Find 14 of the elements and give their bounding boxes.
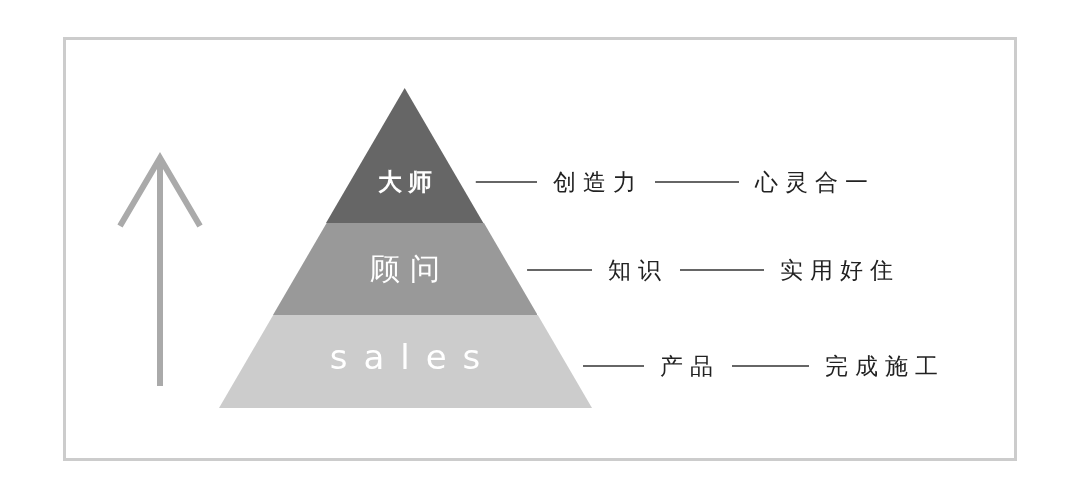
tier-label: 顾问 (370, 251, 450, 285)
connector-line (731, 365, 810, 367)
connector-line (475, 181, 538, 183)
connector-line (679, 269, 765, 271)
keyword-label: 心灵合一 (755, 167, 875, 197)
connector-line (654, 181, 740, 183)
tier-label: 大师 (378, 168, 438, 196)
connector-line (526, 269, 593, 271)
keyword-label: 知识 (608, 255, 668, 285)
connector-line (582, 365, 645, 367)
keyword-label: 创造力 (553, 167, 643, 197)
keyword-label: 产品 (660, 351, 720, 381)
keyword-label: 实用好住 (780, 255, 900, 285)
keyword-label: 完成施工 (825, 351, 945, 381)
